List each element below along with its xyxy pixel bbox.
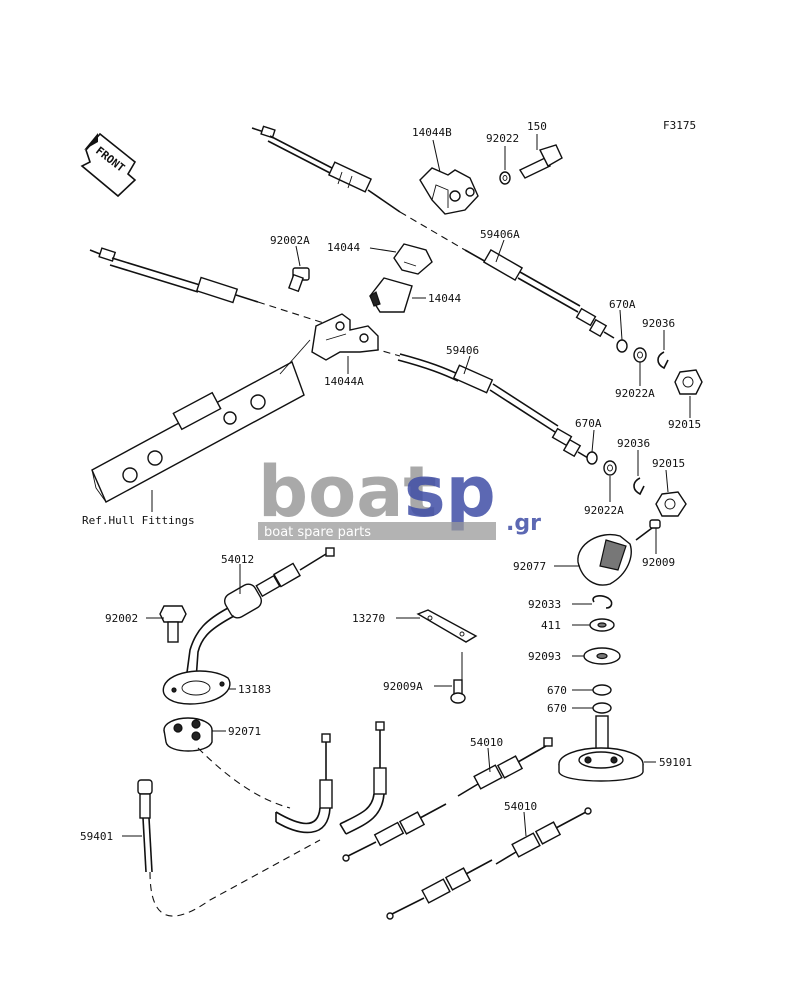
callout-92002A[interactable]: 92002A	[270, 234, 310, 247]
callout-92036-upper[interactable]: 92036	[642, 317, 675, 330]
callout-92015-lower[interactable]: 92015	[652, 457, 685, 470]
callout-92077[interactable]: 92077	[513, 560, 546, 573]
clip-92033	[592, 595, 613, 609]
callout-54010-upper[interactable]: 54010	[470, 736, 503, 749]
knob-92077	[577, 534, 632, 586]
callout-670A-upper[interactable]: 670A	[609, 298, 636, 311]
callout-92022[interactable]: 92022	[486, 132, 519, 145]
nut-92015-lower	[655, 491, 687, 517]
bolt-92002A	[288, 267, 310, 293]
callout-54010-lower[interactable]: 54010	[504, 800, 537, 813]
cable-54010-lower	[386, 807, 592, 920]
nut-92015-upper	[674, 369, 703, 395]
cable-54010-upper	[457, 737, 553, 797]
bracket-14044A	[311, 313, 379, 361]
o-ring-670-upper	[592, 684, 612, 696]
gasket-13183	[162, 670, 231, 705]
callout-670-upper[interactable]: 670	[547, 684, 567, 697]
callout-150[interactable]: 150	[527, 120, 547, 133]
callout-14044-upper[interactable]: 14044	[327, 241, 360, 254]
callout-14044A[interactable]: 14044A	[324, 375, 364, 388]
leader-lines	[122, 134, 691, 837]
figure-code: F3175	[663, 119, 696, 132]
washer-92022	[499, 171, 511, 185]
washer-411	[589, 618, 615, 632]
callout-92002[interactable]: 92002	[105, 612, 138, 625]
callout-54012[interactable]: 54012	[221, 553, 254, 566]
callout-92009[interactable]: 92009	[642, 556, 675, 569]
watermark-logo: boat sp .gr boat spare parts	[258, 451, 541, 540]
screw-92009A	[450, 679, 466, 704]
cable-59401	[137, 747, 321, 917]
clip-92036-upper	[657, 351, 669, 370]
callout-14044B[interactable]: 14044B	[412, 126, 452, 139]
callout-labels: 14044B 92022 150 92002A 14044 59406A 140…	[80, 120, 701, 843]
callout-670-lower[interactable]: 670	[547, 702, 567, 715]
plate-13270	[416, 609, 478, 643]
watermark-word-gray: boat	[258, 451, 437, 533]
callout-14044-lower[interactable]: 14044	[428, 292, 461, 305]
callout-92033[interactable]: 92033	[528, 598, 561, 611]
circlip-670A-lower	[586, 451, 598, 465]
cable-54012	[185, 547, 335, 681]
watermark-suffix: .gr	[506, 511, 541, 536]
bracket-14044B	[419, 167, 479, 215]
clamp-14044-upper	[393, 243, 433, 275]
screw-92009	[635, 519, 661, 541]
cable-segment-lower-left	[342, 803, 447, 862]
washer-92022A-upper	[633, 347, 647, 363]
bent-cable-right	[339, 721, 387, 835]
callout-92093[interactable]: 92093	[528, 650, 561, 663]
callout-59401[interactable]: 59401	[80, 830, 113, 843]
bent-cable-left	[275, 733, 333, 834]
circlip-670A-upper	[616, 339, 628, 353]
bolt-150	[518, 144, 563, 179]
watermark-tagline: boat spare parts	[264, 525, 371, 540]
washer-92093	[583, 647, 621, 665]
clamp-14044-lower	[369, 277, 413, 313]
callout-411[interactable]: 411	[541, 619, 561, 632]
cap-92071	[163, 717, 213, 752]
callout-13183[interactable]: 13183	[238, 683, 271, 696]
cable-59406A	[251, 125, 615, 339]
watermark-word-blue: sp	[404, 451, 496, 533]
callout-92009A[interactable]: 92009A	[383, 680, 423, 693]
watermark-tagline-bar	[258, 522, 496, 540]
lever-59101	[558, 715, 644, 782]
callout-92022A-lower[interactable]: 92022A	[584, 504, 624, 517]
callout-92036-lower[interactable]: 92036	[617, 437, 650, 450]
washer-92022A-lower	[603, 460, 617, 476]
callout-59406A[interactable]: 59406A	[480, 228, 520, 241]
hull-fitting-panel	[91, 339, 311, 503]
callout-59101[interactable]: 59101	[659, 756, 692, 769]
callout-59406[interactable]: 59406	[446, 344, 479, 357]
clip-92036-lower	[633, 477, 645, 496]
cable-59406	[89, 247, 589, 459]
bolt-92002	[159, 605, 187, 643]
o-ring-670-lower	[592, 702, 612, 714]
callout-13270[interactable]: 13270	[352, 612, 385, 625]
front-arrow-icon: FRONT	[80, 132, 137, 198]
callout-92022A-upper[interactable]: 92022A	[615, 387, 655, 400]
callout-92071[interactable]: 92071	[228, 725, 261, 738]
callout-670A-lower[interactable]: 670A	[575, 417, 602, 430]
callout-92015-upper[interactable]: 92015	[668, 418, 701, 431]
callout-ref-hull-fittings[interactable]: Ref.Hull Fittings	[82, 514, 195, 527]
